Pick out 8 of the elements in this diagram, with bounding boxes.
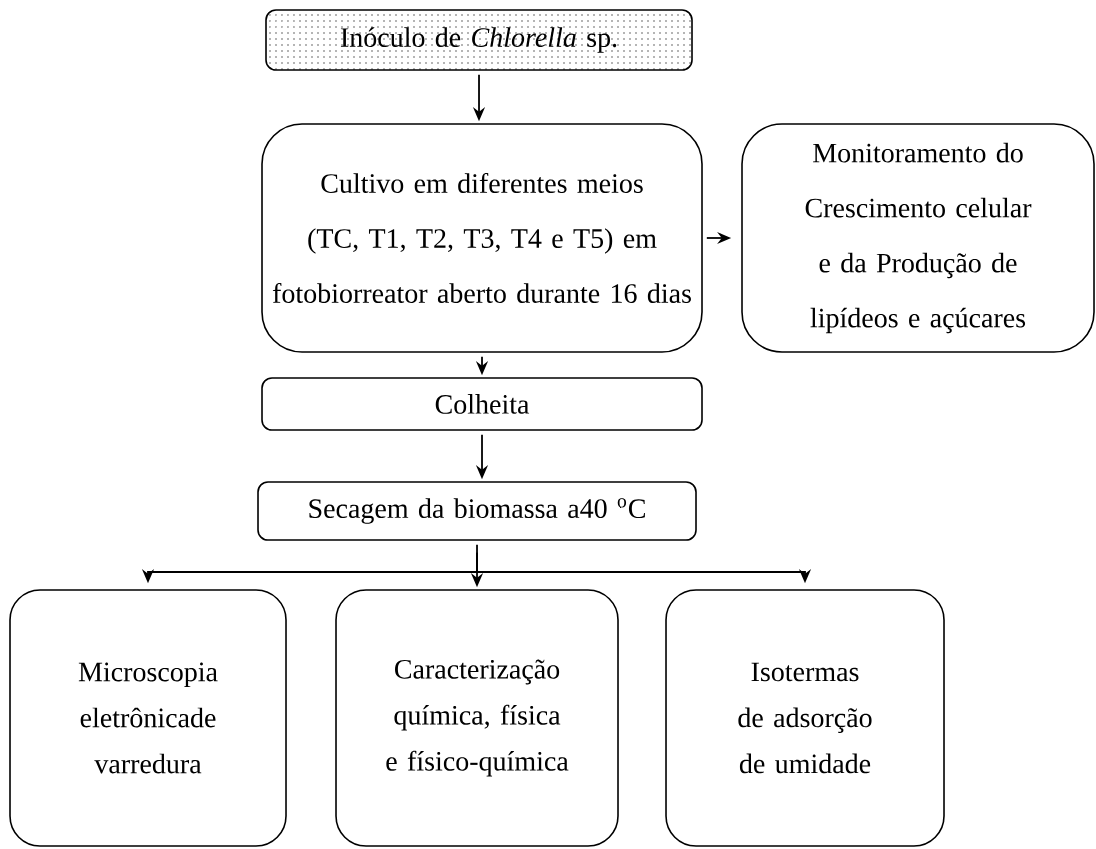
process-box: Colheita <box>261 377 703 431</box>
title-box: Inóculo de Chlorella sp. <box>265 9 693 71</box>
process-box: Isotermas de adsorção de umidade <box>665 589 945 847</box>
process-box: Monitoramento do Crescimento celular e da Produção de lipídeos e açúcares <box>741 123 1095 353</box>
process-box: Secagem da biomassa a40 $^{o}$C <box>257 481 697 541</box>
process-box: Cultivo em diferentes meios (TC, T1, T2, T3, T4 e T5) em fotobiorreator aberto durante 16 dias <box>261 123 703 353</box>
process-box: Microscopia eletrônicade varredura <box>9 589 287 847</box>
process-box: Caracterização química, física e físico-química <box>335 589 619 847</box>
